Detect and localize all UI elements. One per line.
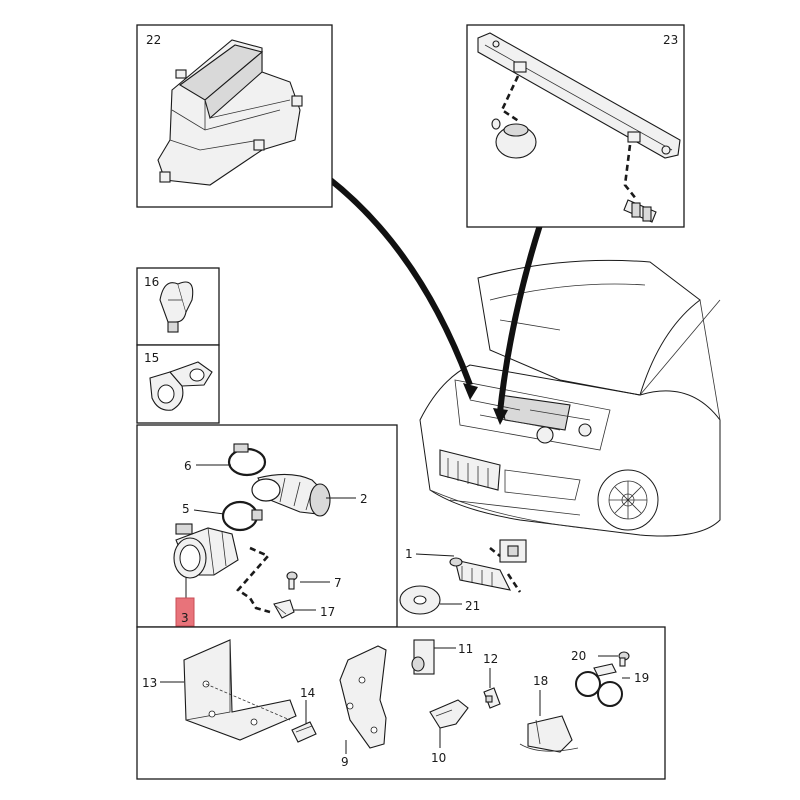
washer-21 bbox=[399, 585, 441, 615]
intake-hose-2 bbox=[251, 473, 331, 517]
callout-10: 10 bbox=[431, 751, 446, 765]
bracket-13 bbox=[183, 639, 297, 741]
box-23: 23 bbox=[466, 24, 685, 228]
hose-clamp-6 bbox=[227, 443, 267, 477]
callout-21: 21 bbox=[465, 599, 480, 613]
callout-7: 7 bbox=[334, 576, 342, 590]
callout-13: 13 bbox=[142, 676, 157, 690]
box-air-intake: 6 2 5 7 17 3 bbox=[136, 424, 398, 628]
callout-6: 6 bbox=[184, 459, 192, 473]
hose-clip-part bbox=[159, 281, 194, 333]
airbox-part bbox=[157, 39, 303, 186]
highlight-3 bbox=[175, 597, 195, 627]
callout-19: 19 bbox=[634, 671, 649, 685]
box-22: 22 bbox=[136, 24, 333, 208]
callout-22: 22 bbox=[146, 33, 161, 47]
sleeve-18 bbox=[519, 715, 579, 753]
callout-3: 3 bbox=[181, 611, 189, 625]
double-clip-part bbox=[149, 361, 213, 411]
callout-11: 11 bbox=[458, 642, 473, 656]
clip-17 bbox=[273, 599, 295, 619]
callout-18: 18 bbox=[533, 674, 548, 688]
callout-2: 2 bbox=[360, 492, 368, 506]
callout-20: 20 bbox=[571, 649, 586, 663]
pointer-arrows bbox=[326, 175, 543, 425]
callout-12: 12 bbox=[483, 652, 498, 666]
pressure-regulator-part bbox=[491, 118, 537, 159]
callout-1: 1 bbox=[405, 547, 413, 561]
clamp-19 bbox=[575, 663, 623, 707]
bracket-9 bbox=[339, 645, 387, 749]
clip-10 bbox=[429, 699, 469, 729]
car-illustration bbox=[419, 259, 721, 537]
sensor-1 bbox=[449, 539, 527, 593]
callout-16: 16 bbox=[144, 275, 159, 289]
bolt-14 bbox=[291, 721, 317, 743]
callout-17: 17 bbox=[320, 605, 335, 619]
callout-23: 23 bbox=[663, 33, 678, 47]
fuel-rail-part bbox=[477, 32, 681, 159]
clip-12 bbox=[483, 687, 501, 709]
callout-14: 14 bbox=[300, 686, 315, 700]
box-brackets: 13 14 9 11 10 bbox=[136, 626, 666, 780]
box-15: 15 bbox=[136, 344, 220, 424]
callout-5: 5 bbox=[182, 502, 190, 516]
bolt-20 bbox=[618, 651, 630, 667]
clip-11 bbox=[411, 639, 435, 675]
airflow-sensor-3 bbox=[173, 523, 239, 579]
callout-9: 9 bbox=[341, 755, 349, 769]
bolt-7 bbox=[286, 571, 298, 590]
hose-clamp-5 bbox=[221, 500, 263, 532]
callout-15: 15 bbox=[144, 351, 159, 365]
fuel-injector-part bbox=[623, 199, 657, 223]
box-16: 16 bbox=[136, 267, 220, 346]
